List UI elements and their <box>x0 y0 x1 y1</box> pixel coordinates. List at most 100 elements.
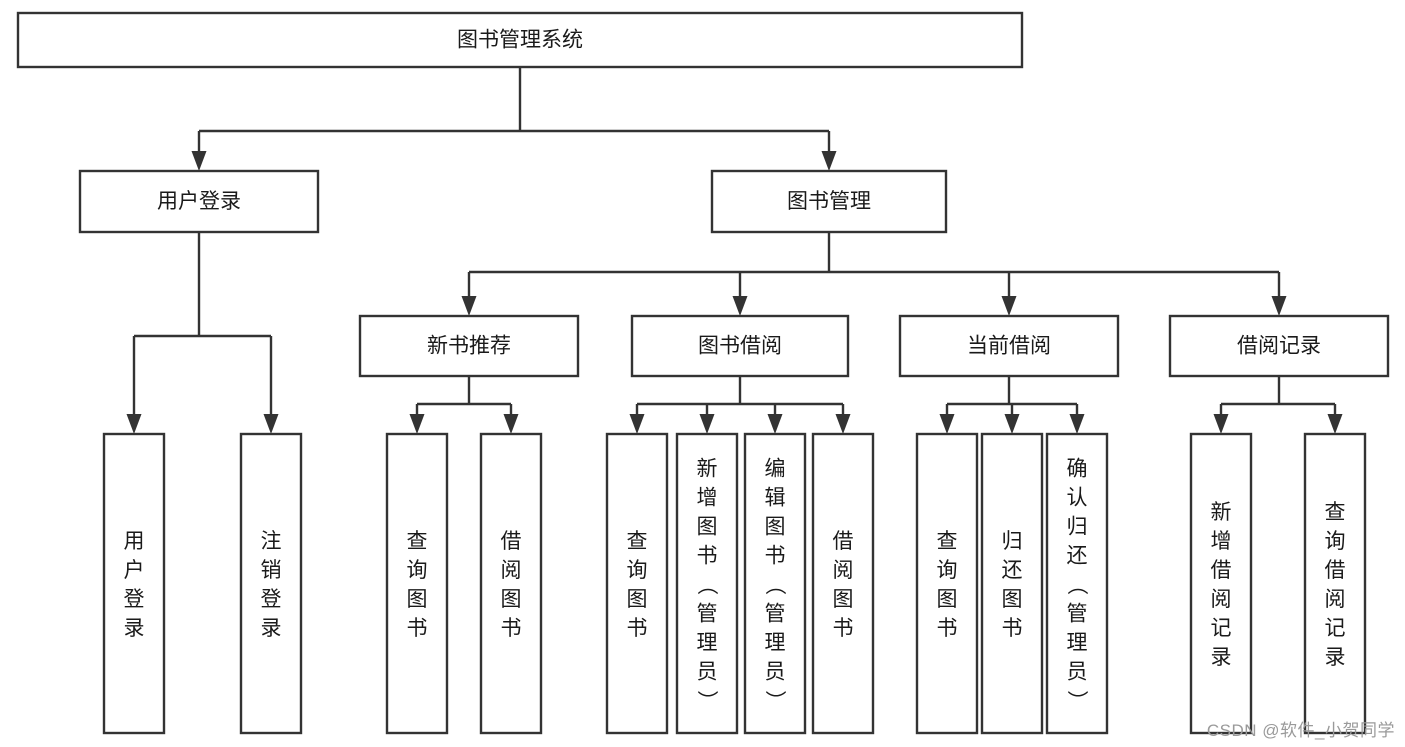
node-label-leaf_12-char-2: 借 <box>1325 559 1346 582</box>
node-label-leaf_2-char-0: 查 <box>407 530 428 553</box>
node-box-leaf_1[interactable] <box>239 432 303 735</box>
node-l3_0[interactable]: 新书推荐 <box>358 314 580 378</box>
node-l3_2[interactable]: 当前借阅 <box>898 314 1120 378</box>
node-label-leaf_7-char-2: 图 <box>833 588 854 611</box>
edges-layer <box>126 67 1343 434</box>
edge-group-l3_2 <box>939 376 1085 434</box>
node-label-leaf_3-char-0: 借 <box>501 530 522 553</box>
node-label-l3_1: 图书借阅 <box>698 335 782 358</box>
node-l2_1[interactable]: 图书管理 <box>710 169 948 234</box>
node-label-leaf_7-char-3: 书 <box>833 617 854 640</box>
node-box-leaf_7[interactable] <box>811 432 875 735</box>
node-label-leaf_0-char-0: 用 <box>124 530 145 553</box>
node-label-l3_2: 当前借阅 <box>967 335 1051 358</box>
node-leaf_0[interactable]: 用户登录 <box>102 432 166 735</box>
node-label-leaf_4-char-3: 书 <box>627 617 648 640</box>
node-box-l3_2[interactable] <box>898 314 1120 378</box>
node-box-root[interactable] <box>16 11 1024 69</box>
node-l3_1[interactable]: 图书借阅 <box>630 314 850 378</box>
node-label-leaf_5-char-3: 书 <box>697 545 718 568</box>
node-label-leaf_5-char-7: 员 <box>697 661 718 684</box>
node-box-leaf_0[interactable] <box>102 432 166 735</box>
node-label-leaf_1-char-0: 注 <box>261 530 282 553</box>
node-label-l3_3: 借阅记录 <box>1237 335 1321 358</box>
node-label-leaf_12-char-3: 阅 <box>1325 588 1346 611</box>
node-box-leaf_12[interactable] <box>1303 432 1367 735</box>
node-l2_0[interactable]: 用户登录 <box>78 169 320 234</box>
arrowhead-icon-l2_0 <box>191 151 207 171</box>
node-box-leaf_3[interactable] <box>479 432 543 735</box>
node-label-leaf_0-char-1: 户 <box>124 559 145 582</box>
node-label-leaf_4-char-2: 图 <box>627 588 648 611</box>
node-label-leaf_9-char-0: 归 <box>1002 530 1023 553</box>
node-label-leaf_10-char-6: 理 <box>1067 632 1088 655</box>
node-label-leaf_2-char-2: 图 <box>407 588 428 611</box>
arrowhead-icon-leaf_5 <box>699 414 715 434</box>
node-box-l3_3[interactable] <box>1168 314 1390 378</box>
node-label-leaf_10-char-0: 确 <box>1067 458 1088 481</box>
arrowhead-icon-leaf_3 <box>503 414 519 434</box>
arrowhead-icon-leaf_11 <box>1213 414 1229 434</box>
node-box-l3_0[interactable] <box>358 314 580 378</box>
node-label-leaf_1-char-3: 录 <box>261 617 282 640</box>
node-label-leaf_6-char-4: （ <box>763 574 786 595</box>
node-label-leaf_5-char-4: （ <box>695 574 718 595</box>
node-box-l2_0[interactable] <box>78 169 320 234</box>
node-label-leaf_6-char-2: 图 <box>765 516 786 539</box>
node-label-leaf_8-char-3: 书 <box>937 617 958 640</box>
node-box-leaf_6[interactable] <box>743 432 807 735</box>
node-label-leaf_1-char-1: 销 <box>261 559 282 582</box>
node-l3_3[interactable]: 借阅记录 <box>1168 314 1390 378</box>
node-box-leaf_5[interactable] <box>675 432 739 735</box>
arrowhead-icon-leaf_12 <box>1327 414 1343 434</box>
node-box-l2_1[interactable] <box>710 169 948 234</box>
node-label-leaf_11-char-4: 记 <box>1211 617 1232 640</box>
node-label-leaf_3-char-3: 书 <box>501 617 522 640</box>
node-label-leaf_6-char-3: 书 <box>765 545 786 568</box>
arrowhead-icon-leaf_0 <box>126 414 142 434</box>
node-box-leaf_2[interactable] <box>385 432 449 735</box>
node-label-leaf_5-char-8: ） <box>695 690 718 711</box>
node-box-leaf_11[interactable] <box>1189 432 1253 735</box>
node-label-root: 图书管理系统 <box>457 29 583 52</box>
edge-group-l3_3 <box>1213 376 1343 434</box>
edge-group-l2_1 <box>461 232 1287 316</box>
node-box-leaf_8[interactable] <box>915 432 979 735</box>
node-label-leaf_10-char-2: 归 <box>1067 516 1088 539</box>
node-box-leaf_4[interactable] <box>605 432 669 735</box>
node-label-leaf_9-char-1: 还 <box>1002 559 1023 582</box>
node-box-l3_1[interactable] <box>630 314 850 378</box>
node-label-leaf_12-char-1: 询 <box>1325 530 1346 553</box>
node-root[interactable]: 图书管理系统 <box>16 11 1024 69</box>
node-label-leaf_5-char-1: 增 <box>697 487 718 510</box>
node-label-leaf_6-char-0: 编 <box>765 458 786 481</box>
arrowhead-icon-l2_1 <box>821 151 837 171</box>
node-label-leaf_6-char-8: ） <box>763 690 786 711</box>
arrowhead-icon-l3_0 <box>461 296 477 316</box>
arrowhead-icon-leaf_10 <box>1069 414 1085 434</box>
node-label-leaf_5-char-0: 新 <box>697 458 718 481</box>
node-box-leaf_9[interactable] <box>980 432 1044 735</box>
arrowhead-icon-leaf_4 <box>629 414 645 434</box>
node-label-leaf_7-char-1: 阅 <box>833 559 854 582</box>
edge-group-l3_0 <box>409 376 519 434</box>
node-label-leaf_11-char-1: 增 <box>1211 530 1232 553</box>
node-label-leaf_10-char-3: 还 <box>1067 545 1088 568</box>
node-box-leaf_10[interactable] <box>1045 432 1109 735</box>
arrowhead-icon-leaf_8 <box>939 414 955 434</box>
node-label-leaf_10-char-8: ） <box>1065 690 1088 711</box>
